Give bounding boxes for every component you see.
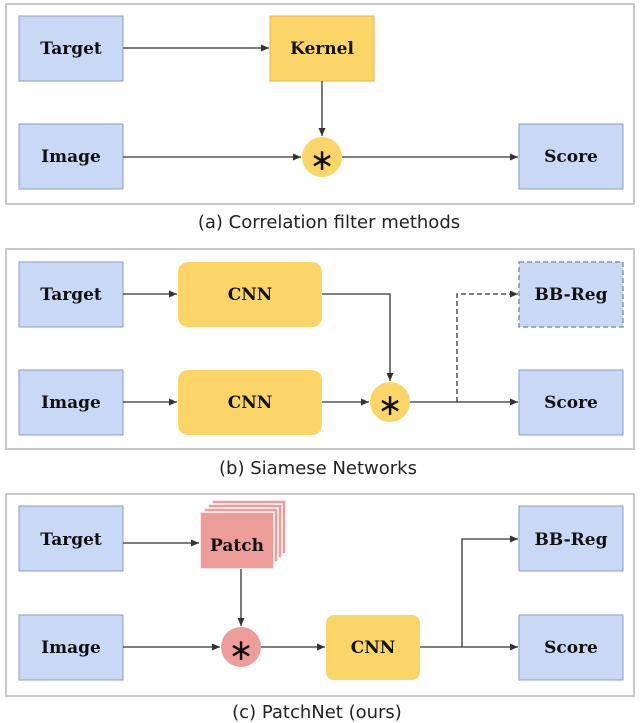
panel-a-target-box: Target xyxy=(18,15,124,82)
panel-b-score-box: Score xyxy=(518,369,624,436)
panel-a-correlation-operator: ∗ xyxy=(302,137,342,178)
panel-c-bbreg-label: BB-Reg xyxy=(535,530,608,550)
panel-b-cnn-bottom-label: CNN xyxy=(228,393,273,413)
panel-c-patch-label: Patch xyxy=(210,536,264,556)
panel-b-image-box: Image xyxy=(18,369,124,436)
panel-c-operator-symbol: ∗ xyxy=(228,633,253,668)
panel-c-correlation-operator: ∗ xyxy=(221,627,261,668)
panel-b-bbreg-label: BB-Reg xyxy=(535,285,608,305)
panel-b-caption: (b) Siamese Networks xyxy=(219,458,417,479)
panel-b-cnn-top-box: CNN xyxy=(178,262,322,327)
panel-b-bbreg-box: BB-Reg xyxy=(518,261,624,328)
panel-b-target-box: Target xyxy=(18,261,124,328)
panel-c-image-label: Image xyxy=(41,638,101,658)
panel-c-patch-stack: Patch xyxy=(199,499,287,570)
panel-b-arrow-cnn-top-operator xyxy=(322,293,394,381)
panel-b: Target Image CNN CNN BB-Reg Score ∗ xyxy=(5,248,635,479)
panel-b-target-label: Target xyxy=(40,285,102,305)
panel-a-image-label: Image xyxy=(41,147,101,167)
panel-a: Target Kernel Image Score ∗ (a) Correlat… xyxy=(5,3,635,233)
panel-c-image-box: Image xyxy=(18,614,124,681)
panel-b-operator-symbol: ∗ xyxy=(377,388,402,423)
panel-a-score-box: Score xyxy=(518,123,624,190)
panel-a-target-label: Target xyxy=(40,39,102,59)
panel-b-correlation-operator: ∗ xyxy=(370,382,410,423)
panel-a-kernel-label: Kernel xyxy=(290,39,354,59)
panel-c-cnn-label: CNN xyxy=(351,638,396,658)
panel-c-cnn-box: CNN xyxy=(326,615,420,680)
panel-b-cnn-bottom-box: CNN xyxy=(178,370,322,435)
panel-b-image-label: Image xyxy=(41,393,101,413)
panel-c-target-label: Target xyxy=(40,530,102,550)
panel-c-score-label: Score xyxy=(544,638,598,658)
panel-a-caption: (a) Correlation filter methods xyxy=(198,212,460,233)
panel-c-caption: (c) PatchNet (ours) xyxy=(232,702,402,723)
panel-a-score-label: Score xyxy=(544,147,598,167)
panel-c-target-box: Target xyxy=(18,505,124,572)
panel-b-dashed-arrow-bbreg xyxy=(456,290,518,402)
panel-a-kernel-box: Kernel xyxy=(269,15,375,82)
panel-c: Target Image Patch ∗ CNN BB-Reg Sco xyxy=(5,493,635,723)
panel-b-cnn-top-label: CNN xyxy=(228,285,273,305)
panel-c-arrow-cnn-bbreg xyxy=(461,535,518,647)
panel-b-score-label: Score xyxy=(544,393,598,413)
panel-a-operator-symbol: ∗ xyxy=(309,143,334,178)
panel-c-bbreg-box: BB-Reg xyxy=(518,505,624,572)
panel-c-score-box: Score xyxy=(518,614,624,681)
panel-a-image-box: Image xyxy=(18,123,124,190)
